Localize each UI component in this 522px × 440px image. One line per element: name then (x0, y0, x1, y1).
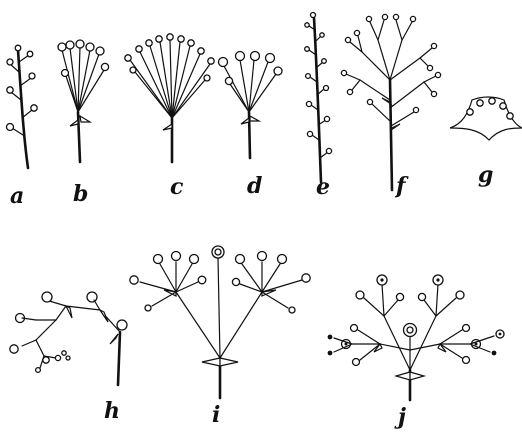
inflorescence-j (328, 275, 504, 400)
panel-j: j (328, 275, 504, 430)
panel-label-j: j (394, 404, 406, 430)
panel-g: g (450, 97, 522, 188)
inflorescence-b (58, 40, 109, 162)
panel-label-f: f (394, 173, 409, 199)
panel-label-i: i (212, 402, 220, 428)
panel-e: e (305, 13, 332, 201)
panel-d: d (219, 52, 283, 200)
panel-label-c: c (170, 174, 184, 200)
panel-label-d: d (247, 173, 262, 199)
panel-label-b: b (73, 181, 88, 207)
panel-c: c (125, 34, 214, 200)
panel-label-a: a (10, 183, 24, 209)
inflorescence-h (10, 292, 127, 385)
inflorescence-e (305, 13, 332, 183)
panel-a: a (7, 45, 38, 209)
panel-label-h: h (104, 398, 120, 424)
panel-f: f (341, 14, 440, 199)
inflorescence-f (341, 14, 440, 190)
inflorescence-a (7, 45, 38, 168)
panel-h: h (10, 292, 127, 424)
panel-label-e: e (316, 174, 330, 200)
inflorescence-g (450, 97, 522, 140)
panel-b: b (58, 40, 109, 207)
panel-label-g: g (478, 162, 493, 188)
inflorescence-c (125, 34, 214, 162)
panel-i: i (130, 246, 310, 428)
inflorescence-d (219, 52, 283, 159)
inflorescence-i (130, 246, 310, 398)
